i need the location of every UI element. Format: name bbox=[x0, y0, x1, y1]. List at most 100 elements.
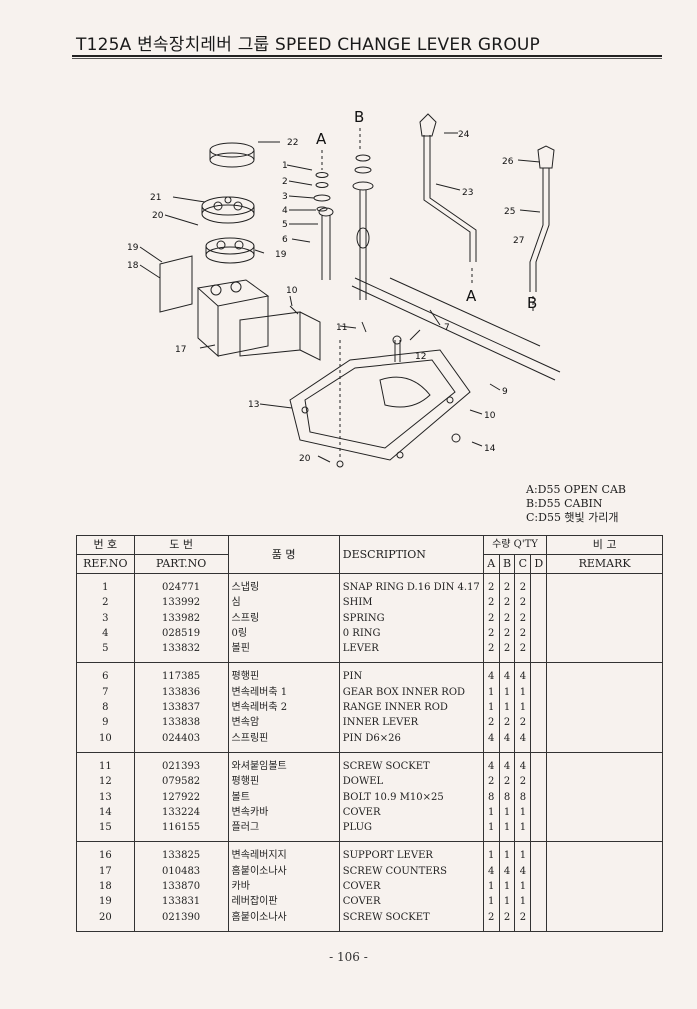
cell-a: 1 bbox=[482, 820, 500, 836]
cell-part: 133992 bbox=[133, 595, 229, 611]
cell-a: 4 bbox=[482, 730, 500, 746]
cell-b: 2 bbox=[498, 715, 516, 731]
cell-remark bbox=[546, 804, 663, 821]
cell-part: 010483 bbox=[133, 863, 229, 880]
cell-remark bbox=[546, 641, 663, 657]
cell-ref: 19 bbox=[76, 894, 135, 910]
legend-item-b: B:D55 CABIN bbox=[526, 497, 603, 510]
cell-name: 볼트 bbox=[227, 789, 340, 805]
cell-b: 1 bbox=[498, 848, 516, 864]
cell-c: 4 bbox=[514, 863, 532, 880]
callout-20b: 20 bbox=[299, 454, 311, 464]
cell-ref: 3 bbox=[76, 610, 135, 626]
callout-27: 27 bbox=[513, 236, 524, 246]
page-title: T125A 변속장치레버 그룹 SPEED CHANGE LEVER GROUP bbox=[76, 35, 540, 55]
letter-a-bottom: A bbox=[466, 287, 477, 305]
cell-part: 133870 bbox=[133, 879, 229, 895]
cell-d bbox=[530, 863, 548, 880]
callout-23: 23 bbox=[462, 188, 473, 198]
callout-13: 12 bbox=[415, 352, 426, 362]
cell-b: 4 bbox=[498, 758, 516, 775]
callout-19: 19 bbox=[275, 250, 287, 260]
header-qty-a: A bbox=[482, 554, 500, 574]
cell-part: 133832 bbox=[133, 641, 229, 657]
cell-desc: SCREW COUNTERS bbox=[338, 863, 484, 880]
cell-d bbox=[530, 730, 548, 746]
cell-desc: SCREW SOCKET bbox=[338, 758, 484, 775]
cell-part: 024771 bbox=[133, 580, 229, 596]
callout-12: 11 bbox=[336, 323, 347, 333]
cell-ref: 2 bbox=[76, 595, 135, 611]
cell-desc: SPRING bbox=[338, 610, 484, 626]
callout-9: 9 bbox=[502, 387, 508, 397]
cell-remark bbox=[546, 774, 663, 790]
callout-14: 13 bbox=[248, 400, 259, 410]
callout-5: 5 bbox=[282, 220, 288, 230]
cell-a: 2 bbox=[482, 909, 500, 925]
cell-name: 변속카바 bbox=[227, 804, 340, 821]
cell-remark bbox=[546, 595, 663, 611]
cell-b: 2 bbox=[498, 641, 516, 657]
header-ref-en: REF.NO bbox=[76, 554, 135, 574]
callout-4: 4 bbox=[282, 206, 288, 216]
cell-ref: 6 bbox=[76, 669, 135, 685]
cell-a: 2 bbox=[482, 610, 500, 626]
spacer-row bbox=[76, 745, 663, 753]
cell-d bbox=[530, 700, 548, 716]
cell-remark bbox=[546, 789, 663, 805]
spacer-row bbox=[76, 573, 663, 580]
cell-ref: 18 bbox=[76, 879, 135, 895]
cell-name: 0링 bbox=[227, 625, 340, 642]
cell-part: 028519 bbox=[133, 625, 229, 642]
cell-name: 와셔붙임볼트 bbox=[227, 758, 340, 775]
cell-name: 볼핀 bbox=[227, 641, 340, 657]
title-rule-thin bbox=[72, 58, 662, 59]
cell-desc: SNAP RING D.16 DIN 4.17 bbox=[338, 580, 484, 596]
cell-c: 2 bbox=[514, 580, 532, 596]
cell-d bbox=[530, 820, 548, 836]
cell-a: 2 bbox=[482, 625, 500, 642]
callout-21: 21 bbox=[150, 193, 161, 203]
callout-6: 6 bbox=[282, 235, 288, 245]
cell-c: 2 bbox=[514, 610, 532, 626]
cell-d bbox=[530, 758, 548, 775]
cell-a: 1 bbox=[482, 848, 500, 864]
legend-item-a: A:D55 OPEN CAB bbox=[526, 483, 626, 496]
spacer-row bbox=[76, 752, 663, 759]
cell-desc: DOWEL bbox=[338, 774, 484, 790]
cell-a: 4 bbox=[482, 669, 500, 685]
cell-remark bbox=[546, 700, 663, 716]
cell-remark bbox=[546, 863, 663, 880]
cell-name: 심 bbox=[227, 595, 340, 611]
cell-d bbox=[530, 804, 548, 821]
cell-part: 021393 bbox=[133, 758, 229, 775]
cell-desc: SCREW SOCKET bbox=[338, 909, 484, 925]
cell-d bbox=[530, 909, 548, 925]
cell-desc: SUPPORT LEVER bbox=[338, 848, 484, 864]
exploded-parts-diagram: 22 1 2 3 4 5 6 21 20 19 18 19 17 10 11 7… bbox=[127, 108, 561, 468]
cell-b: 4 bbox=[498, 730, 516, 746]
cell-remark bbox=[546, 715, 663, 731]
cell-name: 평행핀 bbox=[227, 774, 340, 790]
cell-b: 1 bbox=[498, 700, 516, 716]
cell-part: 133224 bbox=[133, 804, 229, 821]
callout-18: 19 bbox=[127, 243, 139, 253]
callout-25: 25 bbox=[504, 207, 515, 217]
spacer-row bbox=[76, 656, 663, 664]
cell-d bbox=[530, 894, 548, 910]
cell-c: 4 bbox=[514, 669, 532, 685]
cell-b: 2 bbox=[498, 580, 516, 596]
cell-name: 스프링핀 bbox=[227, 730, 340, 746]
cell-ref: 5 bbox=[76, 641, 135, 657]
cell-a: 4 bbox=[482, 863, 500, 880]
cell-b: 4 bbox=[498, 669, 516, 685]
